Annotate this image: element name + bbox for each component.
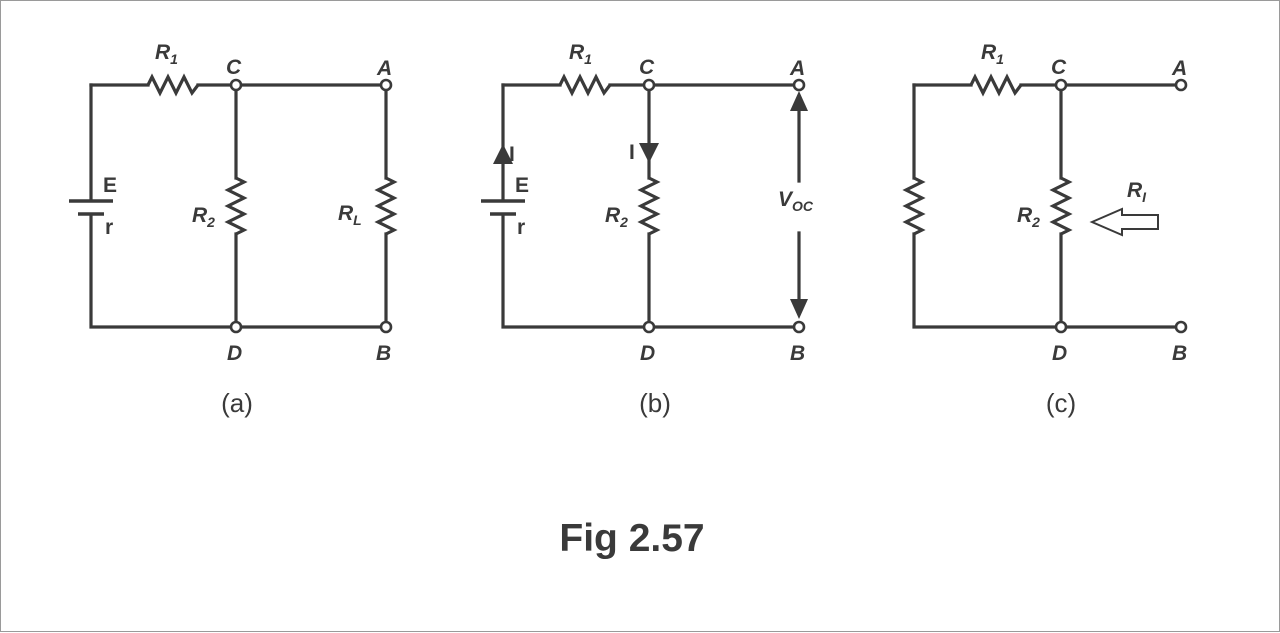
label-ri: RI (1127, 179, 1147, 205)
label-d: D (1052, 342, 1067, 365)
label-b: B (376, 342, 391, 365)
resistor-r1 (146, 73, 200, 97)
label-e: E (515, 174, 529, 197)
voc-arrow-up (790, 91, 808, 111)
resistor-r1 (969, 73, 1023, 97)
node-b (379, 320, 393, 334)
voc-arrow-down (790, 299, 808, 319)
circuit-b: R1 C A I I E r R2 VOC D B (b) (481, 41, 814, 418)
node-a (379, 78, 393, 92)
node-b (792, 320, 806, 334)
label-r-internal: r (517, 216, 525, 239)
label-current-left: I (509, 143, 515, 166)
node-c (229, 78, 243, 92)
wire (501, 83, 801, 329)
label-r1: R1 (155, 41, 178, 67)
node-a (792, 78, 806, 92)
label-d: D (227, 342, 242, 365)
label-r1: R1 (981, 41, 1004, 67)
label-r1: R1 (569, 41, 592, 67)
label-r-internal: r (105, 216, 113, 239)
current-arrow-up (493, 144, 513, 164)
label-b: B (790, 342, 805, 365)
caption-c: (c) (1046, 388, 1076, 418)
resistor-r2 (224, 176, 248, 236)
node-d (229, 320, 243, 334)
resistor-rl (374, 176, 398, 236)
wire (89, 83, 388, 329)
node-d (642, 320, 656, 334)
label-r2: R2 (1017, 204, 1040, 230)
label-r2: R2 (192, 204, 215, 230)
label-c: C (226, 56, 242, 79)
label-e: E (103, 174, 117, 197)
hollow-arrow-icon (1089, 207, 1159, 237)
node-d (1054, 320, 1068, 334)
resistor-r2 (1049, 176, 1073, 236)
resistor-r1 (558, 73, 612, 97)
circuit-c: R1 C A RI R2 D B (c) (902, 41, 1188, 418)
label-r2: R2 (605, 204, 628, 230)
node-c (1054, 78, 1068, 92)
label-rl: RL (338, 202, 362, 228)
caption-b: (b) (639, 388, 671, 418)
label-b: B (1172, 342, 1187, 365)
resistor-r2 (637, 176, 661, 236)
node-b (1174, 320, 1188, 334)
label-a: A (789, 57, 805, 80)
label-current-mid: I (629, 141, 635, 164)
figure-title: Fig 2.57 (559, 517, 704, 560)
label-voc: VOC (778, 188, 814, 214)
label-a: A (376, 57, 392, 80)
label-c: C (639, 56, 655, 79)
label-c: C (1051, 56, 1067, 79)
circuit-a: R1 C A E r R2 RL D B (a) (69, 41, 398, 418)
wire (912, 83, 1183, 329)
label-a: A (1171, 57, 1187, 80)
node-c (642, 78, 656, 92)
resistor-internal (902, 176, 926, 236)
caption-a: (a) (221, 388, 253, 418)
label-d: D (640, 342, 655, 365)
node-a (1174, 78, 1188, 92)
current-arrow-down (639, 143, 659, 163)
